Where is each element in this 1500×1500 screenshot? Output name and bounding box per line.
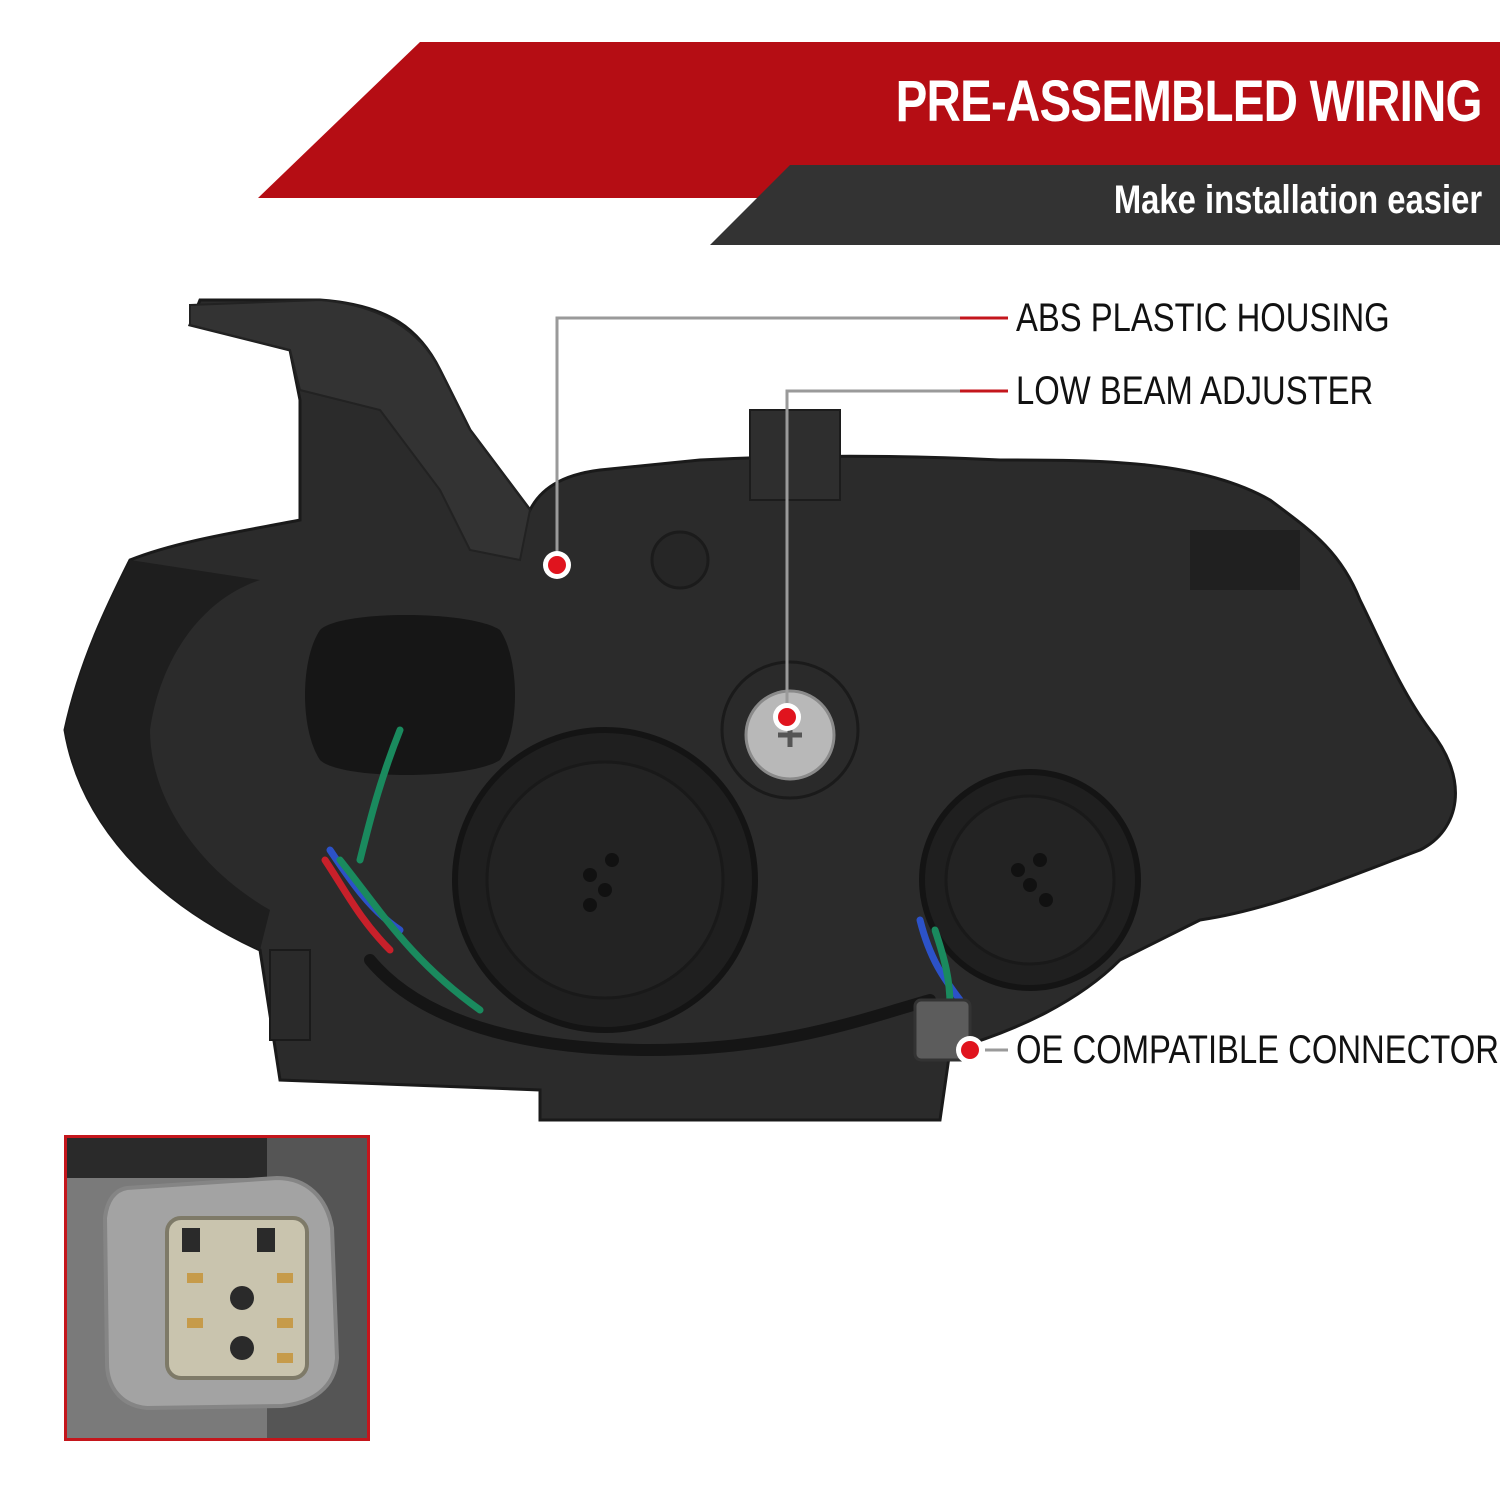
title-banner-red — [258, 42, 1500, 198]
callout-markers — [543, 551, 984, 1064]
banner-subtitle: Make installation easier — [1113, 178, 1482, 222]
cap-dots — [583, 853, 1053, 912]
low-beam-dust-cap-inner — [485, 760, 725, 1000]
housing-outer-rim — [65, 560, 270, 950]
connector-closeup-image — [67, 1138, 367, 1438]
socket-opening — [305, 615, 515, 775]
callout-abs-plastic-housing: ABS PLASTIC HOUSING — [1016, 296, 1390, 340]
mounting-bracket — [189, 298, 532, 562]
banner-title: PRE-ASSEMBLED WIRING — [895, 69, 1483, 134]
headlight-image — [63, 298, 1457, 1122]
right-vent — [1190, 530, 1300, 590]
housing-plug — [650, 530, 710, 590]
subtitle-banner-dark — [710, 165, 1500, 245]
bottom-bracket-left — [269, 949, 311, 1041]
callout-oe-compatible-connector: OE COMPATIBLE CONNECTOR — [1016, 1028, 1499, 1072]
wiring-harness — [321, 726, 964, 1057]
harness-connector — [913, 998, 972, 1062]
leader-lines — [555, 316, 1008, 1052]
callout-low-beam-adjuster: LOW BEAM ADJUSTER — [1016, 369, 1374, 413]
top-clip — [749, 409, 841, 501]
header-banner — [258, 42, 1500, 245]
connector-inset — [64, 1135, 370, 1441]
leader-line-ends — [960, 316, 1008, 393]
